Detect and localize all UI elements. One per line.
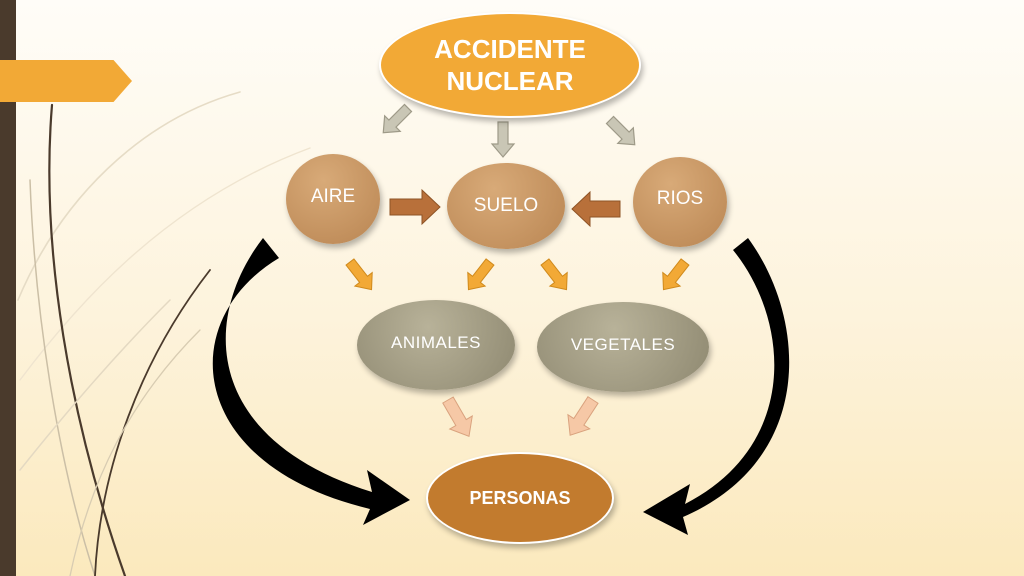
arrow-suelo-to-animales <box>467 258 495 291</box>
node-animales-label: ANIMALES <box>391 333 481 352</box>
slide-tab-arrow <box>0 60 132 102</box>
node-personas-label: PERSONAS <box>469 487 571 508</box>
curved-arrow-rios-to-personas <box>643 238 790 535</box>
node-suelo-label: SUELO <box>473 195 539 216</box>
arrow-accidente-to-rios <box>605 115 636 146</box>
arrow-rios-to-suelo <box>571 190 621 228</box>
node-rios-label: RIOS <box>656 188 704 209</box>
node-accidente-nuclear: ACCIDENTE NUCLEAR <box>379 12 641 118</box>
brown-arrows <box>389 188 621 228</box>
node-personas: PERSONAS <box>426 452 614 544</box>
node-vegetales-label: VEGETALES <box>570 335 676 354</box>
arrow-suelo-to-vegetales <box>540 258 568 291</box>
sidebar-bar <box>0 0 16 576</box>
curved-arrow-aire-to-personas <box>212 238 410 525</box>
arrow-animales-to-personas <box>442 396 473 438</box>
node-animales: ANIMALES <box>357 300 515 390</box>
arrow-aire-to-animales <box>345 258 373 291</box>
orange-arrows <box>345 258 690 291</box>
arrow-accidente-to-aire <box>382 103 413 134</box>
pale-arrows <box>442 396 599 438</box>
arrow-vegetales-to-personas <box>567 396 599 436</box>
node-accidente-nuclear-label: ACCIDENTE NUCLEAR <box>434 34 586 96</box>
arrow-accidente-to-suelo <box>490 121 516 158</box>
decorative-grass <box>17 91 311 576</box>
node-suelo: SUELO <box>447 163 565 249</box>
gray-arrows <box>382 103 636 158</box>
arrow-aire-to-suelo <box>389 188 441 226</box>
node-aire-label: AIRE <box>310 186 356 207</box>
arrow-rios-to-vegetales <box>662 258 690 291</box>
node-aire: AIRE <box>286 154 380 244</box>
node-rios: RIOS <box>633 157 727 247</box>
node-vegetales: VEGETALES <box>537 302 709 392</box>
